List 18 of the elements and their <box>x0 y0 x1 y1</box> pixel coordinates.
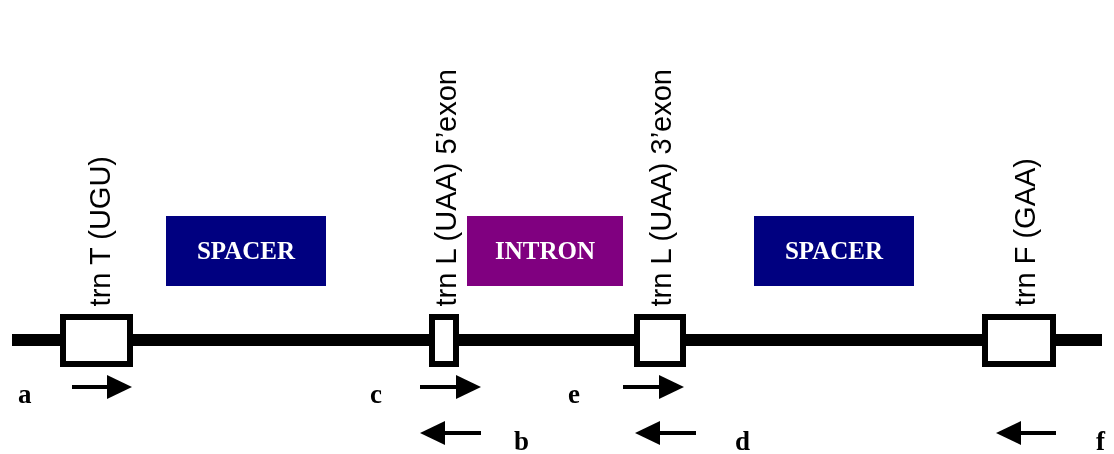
dna-line <box>459 334 634 346</box>
dna-line <box>12 334 60 346</box>
region-box: INTRON <box>467 216 623 286</box>
gene-label: trn T (UGU) <box>85 155 115 306</box>
gene-label: trn F (GAA) <box>1010 157 1040 306</box>
primer-label: e <box>568 381 580 408</box>
primer-label: b <box>514 428 530 454</box>
primer-label: f <box>1096 428 1105 454</box>
gene-label: trn L (UAA) 5’exon <box>431 68 461 306</box>
primer-label: d <box>735 428 751 454</box>
region-box: SPACER <box>754 216 914 286</box>
gene-label: trn L (UAA) 3’exon <box>646 68 676 306</box>
primer-label: a <box>18 381 32 408</box>
dna-line <box>1056 334 1102 346</box>
region-box: SPACER <box>166 216 326 286</box>
dna-line <box>686 334 982 346</box>
dna-line <box>133 334 429 346</box>
primer-label: c <box>370 381 382 408</box>
